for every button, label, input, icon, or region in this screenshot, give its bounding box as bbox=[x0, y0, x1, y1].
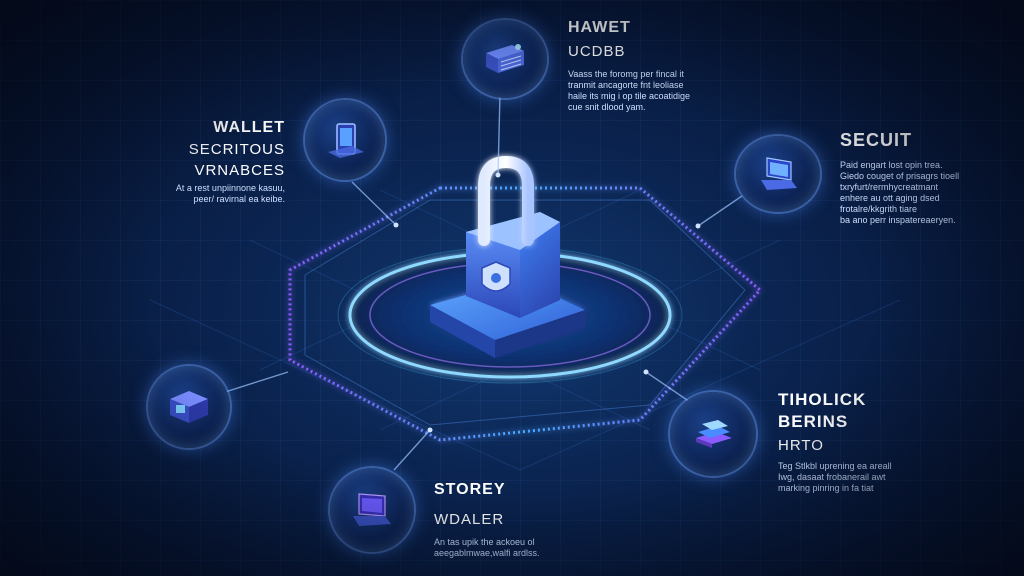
right-upper-desc-line: txryfurt/rermhycreatmant bbox=[840, 182, 939, 192]
top-subtitle: UCDBB bbox=[568, 43, 626, 60]
laptop-icon bbox=[353, 493, 391, 526]
smartphone-icon bbox=[328, 123, 364, 158]
laptop-icon bbox=[761, 157, 797, 190]
right-lower-desc-line: Teg Stlkbl uprening ea areall bbox=[778, 461, 892, 471]
right-upper-node[interactable] bbox=[736, 136, 820, 212]
right-upper-desc-line: Giedo couget of prisagrs tioell bbox=[840, 171, 960, 181]
top-desc-line: tranmit ancagorte fnt leoliase bbox=[568, 80, 684, 90]
right-lower-title-line: TIHOLICK bbox=[778, 390, 867, 409]
right-lower-node[interactable] bbox=[670, 392, 756, 476]
right-upper-desc-line: enhere au ott aging dsed bbox=[840, 193, 940, 203]
bottom-node[interactable] bbox=[330, 468, 414, 552]
right-upper-title: SECUIT bbox=[840, 130, 913, 150]
left-upper-title-line: WALLET bbox=[213, 119, 285, 136]
left-upper-title-line: VRNABCES bbox=[194, 162, 285, 179]
right-lower-title-line: BERINS bbox=[778, 412, 849, 431]
left-upper-desc-line: peer/ ravirnal ea keibe. bbox=[193, 194, 285, 204]
right-upper-desc-line: ba ano perr inspatereaeryen. bbox=[840, 215, 956, 225]
right-upper-desc-line: Paid engart lost opin trea. bbox=[840, 160, 943, 170]
cube-monitor-icon bbox=[170, 391, 208, 423]
top-title: HAWET bbox=[568, 19, 631, 36]
right-upper-label: SECUIT Paid engart lost opin trea. Giedo… bbox=[840, 130, 1020, 226]
top-desc-line: Vaass the foromg per fincal it bbox=[568, 69, 684, 79]
top-label: HAWET UCDBB Vaass the foromg per fincal … bbox=[568, 18, 768, 113]
right-lower-subtitle: HRTO bbox=[778, 437, 824, 454]
left-upper-title-line: SECRITOUS bbox=[188, 141, 285, 158]
bottom-title: STOREY bbox=[434, 481, 506, 498]
server-rack-icon bbox=[486, 44, 524, 73]
left-upper-node[interactable] bbox=[305, 100, 385, 180]
left-lower-node[interactable] bbox=[148, 366, 230, 448]
top-node[interactable] bbox=[463, 20, 547, 98]
layered-chip-icon bbox=[696, 420, 732, 448]
left-upper-label: WALLET SECRITOUS VRNABCES At a rest unpi… bbox=[120, 118, 285, 205]
top-desc-line: haile its mig i op tile acoatidige bbox=[568, 91, 691, 101]
right-upper-desc-line: frotalre/kkgrith tiare bbox=[840, 204, 918, 214]
bottom-label: STOREY WDALER An tas upik the ackoeu ol … bbox=[434, 480, 634, 559]
right-lower-desc-line: marking pinring in fa tiat bbox=[778, 483, 874, 493]
left-upper-desc-line: At a rest unpiinnone kasuu, bbox=[175, 183, 285, 193]
bottom-desc-line: aeegablmwae,walfi ardlss. bbox=[434, 548, 540, 558]
right-lower-desc-line: Iwg, dasaat frobanerail awt bbox=[778, 472, 886, 482]
right-lower-label: TIHOLICK BERINS HRTO Teg Stlkbl uprening… bbox=[778, 390, 978, 494]
top-desc-line: cue snit dlood yam. bbox=[568, 102, 646, 112]
bottom-desc-line: An tas upik the ackoeu ol bbox=[434, 537, 535, 547]
bottom-subtitle: WDALER bbox=[434, 511, 505, 528]
